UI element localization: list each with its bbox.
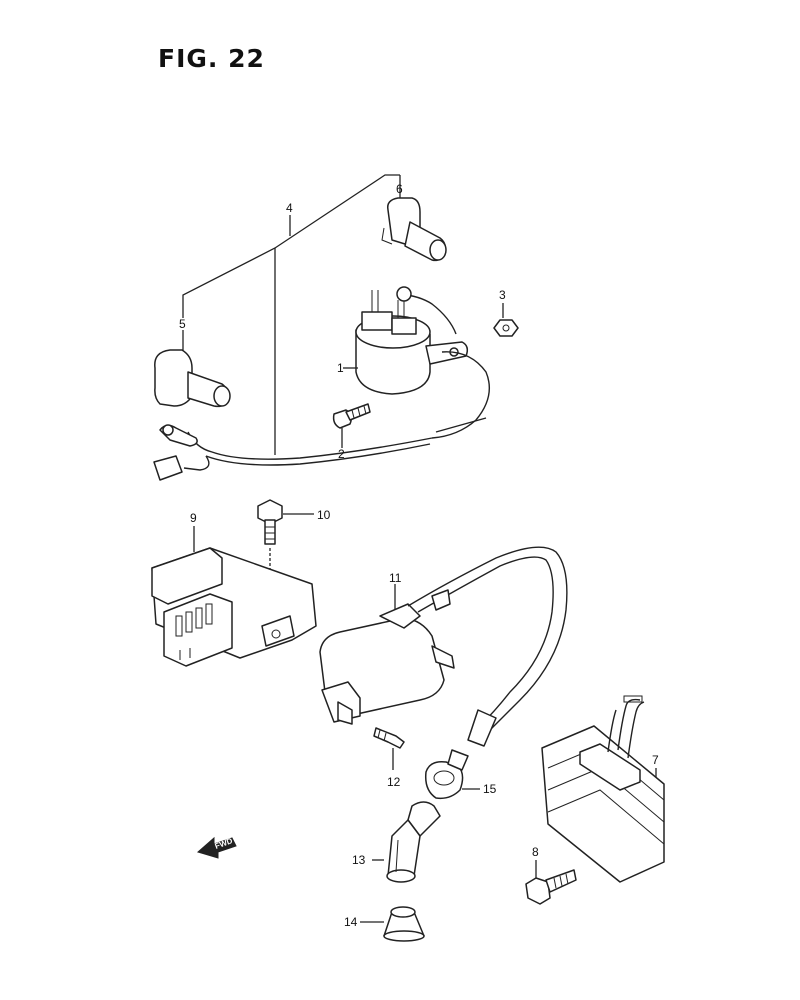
relay-lead-wire — [153, 286, 490, 481]
fwd-arrow-icon: FWD — [196, 836, 237, 859]
plug-cap-part-13[interactable] — [372, 801, 441, 883]
bolt-part-8[interactable] — [525, 860, 577, 905]
callout-9: 9 — [190, 511, 197, 525]
seal-part-15[interactable] — [424, 749, 480, 800]
callout-11: 11 — [389, 571, 402, 585]
callout-10: 10 — [317, 508, 331, 522]
regulator-part-7[interactable] — [541, 695, 665, 883]
boot-part-6[interactable] — [381, 195, 447, 262]
cover-part-14[interactable] — [360, 906, 425, 942]
callout-5: 5 — [179, 317, 186, 331]
callout-14: 14 — [344, 915, 358, 929]
callout-13: 13 — [352, 853, 366, 867]
callout-8: 8 — [532, 845, 539, 859]
screw-part-2[interactable] — [332, 403, 371, 448]
boot-part-5[interactable] — [154, 345, 231, 408]
callout-3: 3 — [499, 288, 506, 302]
ignition-coil-part-11[interactable] — [319, 546, 568, 747]
nut-part-3[interactable] — [493, 303, 519, 337]
part-4-bracket — [182, 174, 401, 455]
screw-part-12[interactable] — [373, 727, 405, 770]
callout-7: 7 — [652, 753, 659, 767]
cdi-unit-part-9[interactable] — [151, 526, 317, 667]
callout-12: 12 — [387, 775, 401, 789]
callout-6: 6 — [396, 182, 403, 196]
callout-15: 15 — [483, 782, 497, 796]
callout-2: 2 — [338, 447, 345, 461]
callout-1: 1 — [337, 361, 344, 375]
figure-title: FIG. 22 — [158, 44, 265, 73]
starter-relay-part-1[interactable] — [343, 290, 469, 395]
callout-4: 4 — [286, 201, 293, 215]
